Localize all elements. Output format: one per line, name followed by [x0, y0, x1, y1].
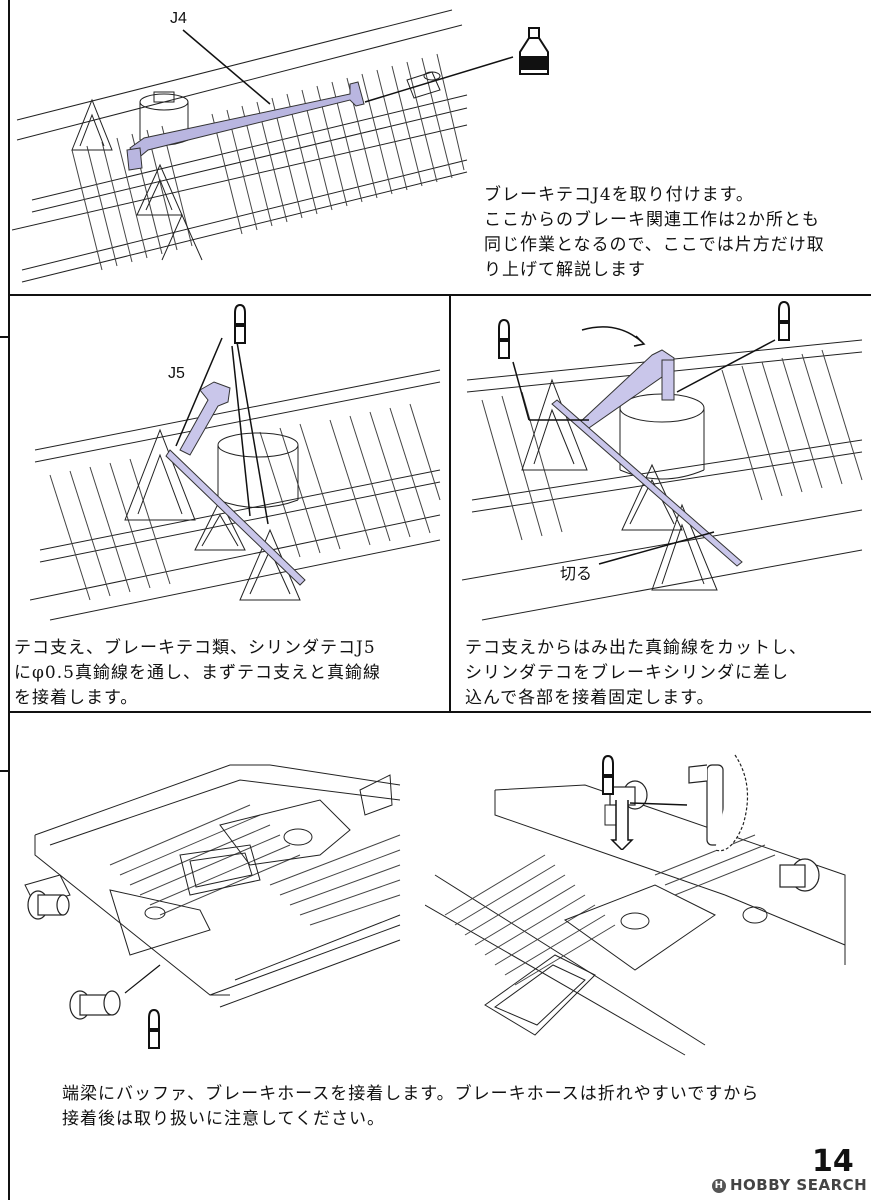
- divider-vertical: [449, 294, 451, 713]
- watermark-logo-icon: H: [712, 1178, 726, 1193]
- left-margin-rule: [8, 0, 10, 1200]
- part-label-j4: J4: [170, 10, 187, 27]
- pin-tube-icon: [778, 300, 790, 341]
- step-top-caption: ブレーキテコJ4を取り付けます。 ここからのブレーキ関連工作は2か所とも 同じ作…: [484, 185, 825, 280]
- cut-label: 切る: [560, 566, 593, 583]
- step-bottom-right-illustration: [425, 754, 846, 1056]
- step-bottom-caption: 端梁にバッファ、ブレーキホースを接着します。ブレーキホースは折れやすいですから …: [62, 1084, 760, 1129]
- pin-tube-icon: [498, 318, 510, 359]
- pin-tube-icon: [148, 1008, 160, 1049]
- leader-lines-mid-right: [512, 339, 776, 565]
- divider-middle: [8, 711, 871, 713]
- step-mid-left-caption: テコ支え、ブレーキテコ類、シリンダテコJ5 にφ0.5真鍮線を通し、まずテコ支え…: [14, 638, 381, 708]
- tick-mark-1: [0, 336, 10, 338]
- leader-lines-mid-left: [175, 337, 269, 525]
- watermark-text: HOBBY SEARCH: [730, 1176, 868, 1194]
- step-bottom-left-illustration: [24, 764, 401, 1020]
- step-top-illustration: [12, 9, 468, 283]
- step-mid-left-illustration: [30, 369, 441, 621]
- watermark: H HOBBY SEARCH: [712, 1176, 867, 1194]
- step-mid-right-illustration: [462, 326, 863, 621]
- divider-top: [8, 294, 871, 296]
- step-mid-right-caption: テコ支えからはみ出た真鍮線をカットし、 シリンダテコをブレーキシリンダに差し 込…: [465, 638, 807, 708]
- pin-tube-icon: [602, 754, 614, 795]
- pin-tube-icon: [234, 303, 246, 344]
- leader-lines-top: [182, 29, 514, 105]
- glue-bottle-icon: [519, 27, 549, 75]
- tick-mark-2: [0, 770, 10, 772]
- part-label-j5: J5: [168, 365, 185, 382]
- page-number: 14: [812, 1144, 854, 1179]
- down-arrow-icon: [610, 800, 634, 850]
